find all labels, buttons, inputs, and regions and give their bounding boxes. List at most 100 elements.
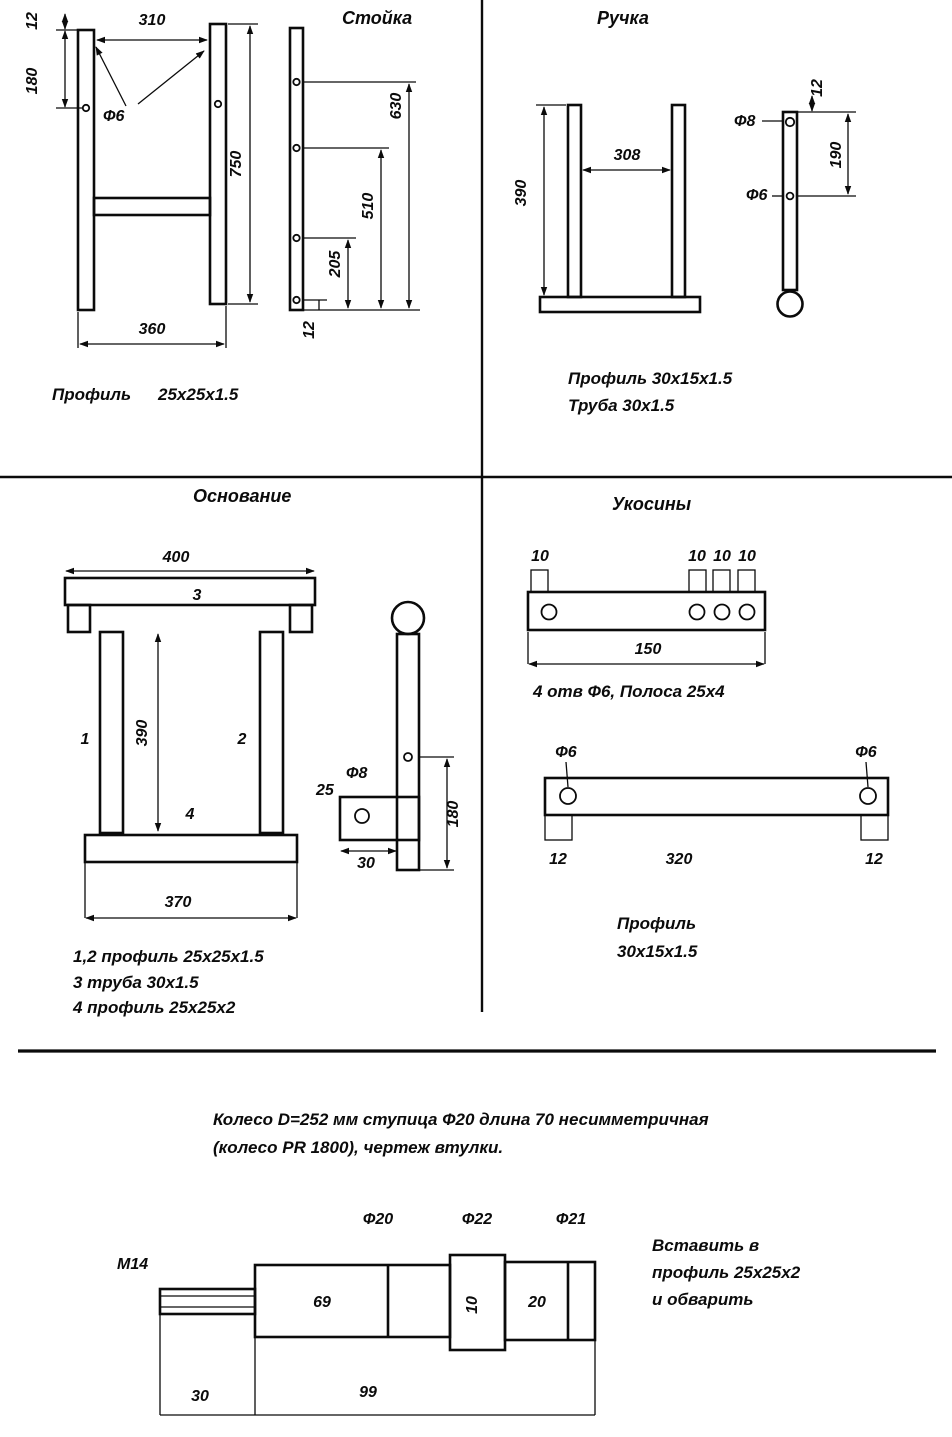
- tube-end-circle: [390, 600, 426, 636]
- strip-body: [526, 590, 767, 632]
- upright-profile: [395, 632, 421, 872]
- dim-180: 180: [24, 68, 41, 95]
- wheel-note-line2: (колесо PR 1800), чертеж втулки.: [213, 1138, 503, 1157]
- hole: [292, 233, 301, 243]
- dim-f8: Ф8: [346, 765, 367, 782]
- profile-note-1: Профиль: [617, 914, 696, 933]
- note-value: 25х25х1.5: [157, 385, 239, 404]
- section-title: Ручка: [597, 8, 649, 28]
- dim-f21: Ф21: [556, 1211, 586, 1228]
- body-f21: [503, 1260, 597, 1342]
- dim-390: 390: [134, 720, 151, 747]
- dim-20: 20: [527, 1294, 546, 1311]
- bottom-profile: [83, 833, 299, 864]
- profile-note-2: 30х15х1.5: [617, 942, 698, 961]
- stoyka-front-view: 310 Ф6 12 180 750 360: [24, 12, 258, 348]
- dim-310: 310: [139, 12, 166, 29]
- leader-line: [565, 761, 569, 788]
- hole-f6: [738, 603, 756, 621]
- dim-12: 12: [809, 79, 826, 97]
- grip-circle: [776, 290, 804, 318]
- hole-upper: [403, 752, 413, 762]
- section-ukosiny: Укосины 10 10 10 10 150 4 отв Ф6, Полоса…: [526, 494, 890, 961]
- dim-30: 30: [191, 1388, 209, 1405]
- dim-150: 150: [635, 641, 662, 658]
- dim-10: 10: [531, 548, 549, 565]
- label-1: 1: [81, 731, 90, 748]
- thread-stud: [158, 1287, 257, 1316]
- panel-dividers: [0, 0, 952, 1053]
- dim-m14: М14: [117, 1256, 148, 1273]
- body-f20: [253, 1263, 452, 1339]
- section-title: Стойка: [342, 8, 412, 28]
- dim-tab: [530, 569, 549, 593]
- dim-f8: Ф8: [734, 113, 755, 130]
- cross-plate: [538, 295, 702, 314]
- dim-370: 370: [165, 894, 192, 911]
- right-stub: [288, 603, 314, 634]
- hole-f6: [688, 603, 706, 621]
- dim-f6-left: Ф6: [555, 744, 576, 761]
- strip-body: [543, 776, 890, 817]
- dim-30: 30: [357, 855, 375, 872]
- dim-308: 308: [614, 147, 641, 164]
- dim-f6: Ф6: [746, 187, 767, 204]
- note-3: 4 профиль 25х25х2: [72, 998, 236, 1017]
- dim-tab: [688, 569, 707, 593]
- hole-f6: [785, 191, 795, 201]
- dim-tab: [712, 569, 731, 593]
- hole-f6-left: [81, 103, 91, 113]
- dim-190: 190: [828, 142, 845, 169]
- label-4: 4: [185, 806, 195, 823]
- dim-10: 10: [464, 1296, 481, 1314]
- dim-12: 12: [301, 321, 318, 339]
- left-post: [76, 28, 96, 312]
- osnovanie-notes: 1,2 профиль 25х25х1.5 3 труба 30х1.5 4 п…: [72, 947, 264, 1017]
- section-ruchka: Ручка 390 308 Ф8 Ф6 12 190: [513, 8, 856, 415]
- f6-leader-right: [137, 50, 205, 105]
- ruchka-notes: Профиль 30х15х1.5 Труба 30х1.5: [568, 369, 733, 415]
- wheel-note-line1: Колесо D=252 мм ступица Ф20 длина 70 нес…: [213, 1110, 709, 1129]
- dim-tab: [860, 814, 889, 841]
- dim-320: 320: [666, 851, 693, 868]
- ukosiny-strip-profile: Ф6 Ф6 12 320 12 Профиль 30х15х1.5: [543, 744, 890, 961]
- dim-360: 360: [139, 321, 166, 338]
- section-title: Основание: [193, 486, 291, 506]
- label-2: 2: [237, 731, 247, 748]
- dim-12-right: 12: [865, 851, 883, 868]
- ukosiny-strip-flat: 10 10 10 10 150 4 отв Ф6, Полоса 25х4: [526, 548, 767, 701]
- vtulka-notes: Вставить в профиль 25х25х2 и обварить: [652, 1236, 801, 1309]
- hole-f8: [354, 808, 370, 824]
- hole-f8: [784, 116, 796, 128]
- section-vtulka: Колесо D=252 мм ступица Ф20 длина 70 нес…: [117, 1110, 801, 1416]
- note-1: Вставить в: [652, 1236, 759, 1255]
- crossbar: [92, 196, 212, 217]
- right-post: [208, 22, 228, 306]
- section-stoyka: Стойка 310 Ф6 12 180 750 3: [24, 8, 420, 404]
- dim-f6-right: Ф6: [855, 744, 876, 761]
- section-title: Укосины: [612, 494, 692, 514]
- hole: [292, 295, 301, 305]
- stoyka-side-view: 630 510 205 12: [288, 26, 420, 339]
- dim-630: 630: [388, 93, 405, 120]
- dim-tab: [544, 814, 573, 841]
- dim-f6: Ф6: [103, 108, 124, 125]
- right-upright: [258, 630, 285, 835]
- hole-f6: [859, 787, 877, 805]
- hole-f6: [540, 603, 558, 621]
- leader-line: [865, 761, 869, 788]
- osnovanie-front-view: 400 3 390 1 2 4 370: [63, 549, 317, 922]
- note-2: профиль 25х25х2: [652, 1263, 801, 1282]
- right-tube: [670, 103, 687, 299]
- hole: [292, 143, 301, 153]
- ruchka-front-view: 390 308: [513, 103, 702, 314]
- left-upright: [98, 630, 125, 835]
- axle-plate: [338, 795, 421, 842]
- post-profile: [288, 26, 305, 312]
- dim-99: 99: [359, 1384, 377, 1401]
- hole: [292, 77, 301, 87]
- note-2: 3 труба 30х1.5: [73, 973, 199, 992]
- dim-69: 69: [313, 1294, 331, 1311]
